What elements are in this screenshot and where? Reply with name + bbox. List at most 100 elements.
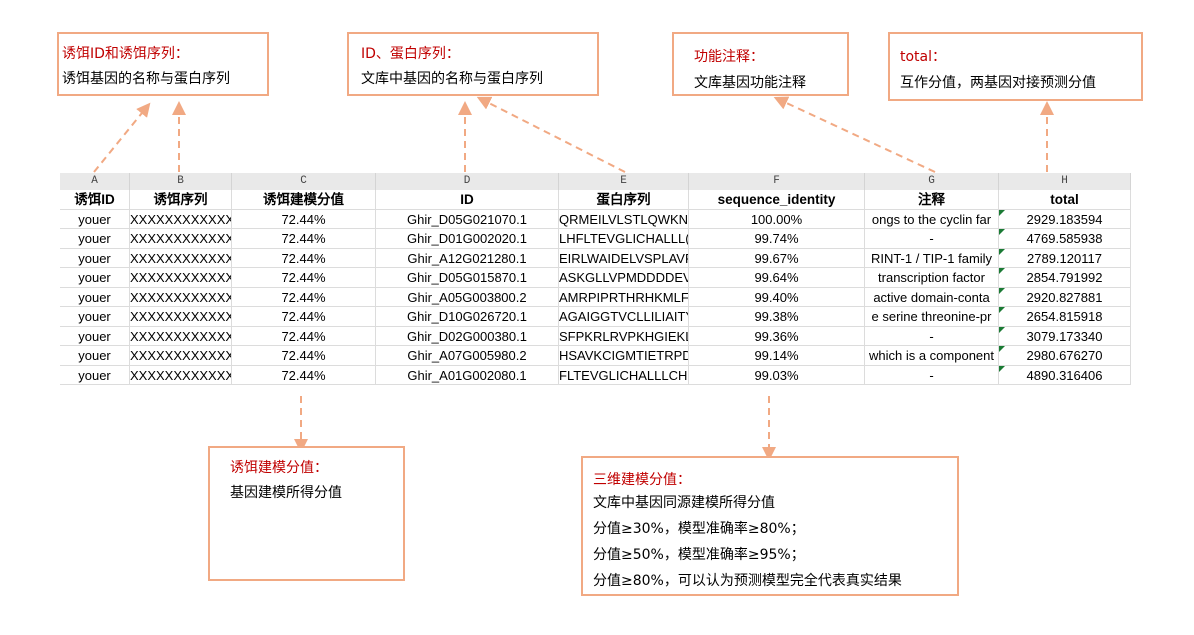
table-cell[interactable]: SFPKRLRVPKHGIEKLN [559, 326, 689, 345]
table-cell[interactable]: XXXXXXXXXXXX [130, 209, 232, 228]
table-cell[interactable]: Ghir_D05G021070.1 [376, 209, 559, 228]
annotation-bait-model-text: 基因建模所得分值 [230, 485, 342, 501]
annotation-three-d: 三维建模分值： 文库中基因同源建模所得分值 分值≥30%，模型准确率≥80%； … [581, 456, 959, 596]
table-cell[interactable]: - [865, 326, 999, 345]
table-cell[interactable]: 72.44% [232, 248, 376, 267]
table-cell[interactable]: 72.44% [232, 346, 376, 365]
table-cell[interactable]: XXXXXXXXXXXX [130, 365, 232, 384]
table-cell[interactable]: active domain-conta [865, 287, 999, 306]
table-cell[interactable]: 2854.791992 [999, 268, 1131, 287]
table-cell[interactable]: AGAIGGTVCLLILIAITY [559, 307, 689, 326]
table-cell[interactable]: 2929.183594 [999, 209, 1131, 228]
table-cell[interactable]: 99.36% [689, 326, 865, 345]
column-letter[interactable]: E [559, 173, 689, 190]
header-cell[interactable]: total [999, 190, 1131, 209]
table-cell[interactable]: 2920.827881 [999, 287, 1131, 306]
annotation-three-d-lines: 文库中基因同源建模所得分值 分值≥30%，模型准确率≥80%； 分值≥50%，模… [593, 490, 902, 594]
column-letter[interactable]: G [865, 173, 999, 190]
table-cell[interactable]: Ghir_D02G000380.1 [376, 326, 559, 345]
table-cell[interactable]: RINT-1 / TIP-1 family [865, 248, 999, 267]
table-cell[interactable]: XXXXXXXXXXXX [130, 326, 232, 345]
table-cell[interactable]: which is a component [865, 346, 999, 365]
table-cell[interactable]: Ghir_D10G026720.1 [376, 307, 559, 326]
table-cell[interactable]: 99.67% [689, 248, 865, 267]
table-cell[interactable]: HSAVKCIGMTIETRPD [559, 346, 689, 365]
table-cell[interactable]: XXXXXXXXXXXX [130, 248, 232, 267]
table-cell[interactable]: transcription factor [865, 268, 999, 287]
table-cell[interactable]: 2789.120117 [999, 248, 1131, 267]
table-cell[interactable]: XXXXXXXXXXXX [130, 346, 232, 365]
table-cell[interactable]: 3079.173340 [999, 326, 1131, 345]
table-cell[interactable]: XXXXXXXXXXXX [130, 307, 232, 326]
table-cell[interactable]: XXXXXXXXXXXX [130, 268, 232, 287]
header-cell[interactable]: 注释 [865, 190, 999, 209]
table-cell[interactable]: FLTEVGLICHALLLCHI [559, 365, 689, 384]
column-letter[interactable]: D [376, 173, 559, 190]
table-cell[interactable]: 2654.815918 [999, 307, 1131, 326]
table-cell[interactable]: - [865, 365, 999, 384]
header-cell[interactable]: ID [376, 190, 559, 209]
table-cell[interactable]: 99.74% [689, 229, 865, 248]
column-letter[interactable]: H [999, 173, 1131, 190]
table-cell[interactable]: youer [60, 268, 130, 287]
table-cell[interactable]: EIRLWAIDELVSPLAVF [559, 248, 689, 267]
table-cell[interactable]: 72.44% [232, 326, 376, 345]
table-cell[interactable]: LHFLTEVGLICHALLL( [559, 229, 689, 248]
table-cell[interactable]: 99.64% [689, 268, 865, 287]
annotation-function: 功能注释： 文库基因功能注释 [672, 32, 849, 96]
table-cell[interactable]: 72.44% [232, 229, 376, 248]
table-cell[interactable]: Ghir_A05G003800.2 [376, 287, 559, 306]
table-cell[interactable]: ongs to the cyclin far [865, 209, 999, 228]
table-cell[interactable]: youer [60, 346, 130, 365]
table-cell[interactable]: 4890.316406 [999, 365, 1131, 384]
table-cell[interactable]: Ghir_D01G002020.1 [376, 229, 559, 248]
table-cell[interactable]: Ghir_A12G021280.1 [376, 248, 559, 267]
table-cell[interactable]: Ghir_A07G005980.2 [376, 346, 559, 365]
header-cell[interactable]: sequence_identity [689, 190, 865, 209]
table-cell[interactable]: Ghir_D05G015870.1 [376, 268, 559, 287]
header-cell[interactable]: 诱饵序列 [130, 190, 232, 209]
header-cell[interactable]: 蛋白序列 [559, 190, 689, 209]
table-cell[interactable]: youer [60, 248, 130, 267]
table-cell[interactable]: ASKGLLVPMDDDDEV [559, 268, 689, 287]
table-cell[interactable]: youer [60, 326, 130, 345]
table-cell[interactable]: AMRPIPRTHRHKMLF [559, 287, 689, 306]
table-cell[interactable]: Ghir_A01G002080.1 [376, 365, 559, 384]
table-cell[interactable]: 72.44% [232, 268, 376, 287]
table-cell[interactable]: youer [60, 287, 130, 306]
annotation-three-d-title: 三维建模分值： [593, 472, 691, 488]
table-cell[interactable]: 99.03% [689, 365, 865, 384]
column-letter[interactable]: A [60, 173, 130, 190]
table-cell[interactable]: XXXXXXXXXXXX [130, 287, 232, 306]
table-cell[interactable]: e serine threonine-pr [865, 307, 999, 326]
table-cell[interactable]: youer [60, 307, 130, 326]
table-cell[interactable]: 72.44% [232, 209, 376, 228]
table-cell[interactable]: 2980.676270 [999, 346, 1131, 365]
table-cell[interactable]: 100.00% [689, 209, 865, 228]
column-letter[interactable]: C [232, 173, 376, 190]
table-cell[interactable]: youer [60, 365, 130, 384]
table-cell[interactable]: 72.44% [232, 287, 376, 306]
table-cell[interactable]: XXXXXXXXXXXX [130, 229, 232, 248]
spreadsheet: A B C D E F G H 诱饵ID 诱饵序列 诱饵建模分值 ID 蛋白序列… [60, 173, 1131, 385]
annotation-total-title: total： [900, 49, 947, 65]
table-cell[interactable]: 4769.585938 [999, 229, 1131, 248]
table-cell[interactable]: QRMEILVLSTLQWKN [559, 209, 689, 228]
table-cell[interactable]: 99.38% [689, 307, 865, 326]
table-cell[interactable]: youer [60, 209, 130, 228]
table-cell[interactable]: 72.44% [232, 307, 376, 326]
column-letter[interactable]: B [130, 173, 232, 190]
header-cell[interactable]: 诱饵建模分值 [232, 190, 376, 209]
table-cell[interactable]: youer [60, 229, 130, 248]
column-letter[interactable]: F [689, 173, 865, 190]
table-cell[interactable]: 99.40% [689, 287, 865, 306]
table-cell[interactable]: 99.14% [689, 346, 865, 365]
table-cell[interactable]: 72.44% [232, 365, 376, 384]
table-cell[interactable]: - [865, 229, 999, 248]
header-cell[interactable]: 诱饵ID [60, 190, 130, 209]
